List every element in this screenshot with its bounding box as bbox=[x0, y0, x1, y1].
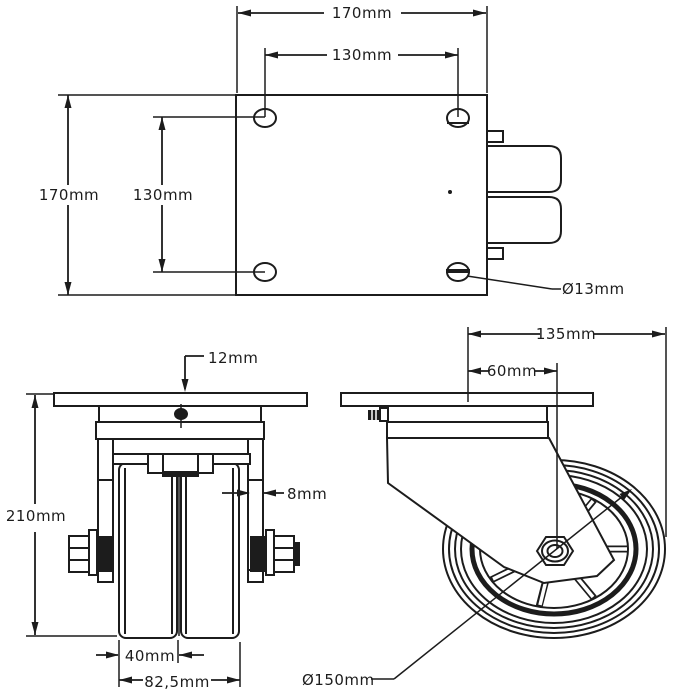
dim-fork-leg-thickness: 8mm bbox=[222, 485, 327, 503]
dim-label-bolt-spacing-width: 130mm bbox=[332, 46, 392, 64]
dim-bolt-spacing-width: 130mm bbox=[264, 46, 459, 117]
hub-washer bbox=[162, 471, 199, 477]
top-view-mounting-plate bbox=[235, 94, 488, 296]
axle-bolt-left bbox=[68, 529, 113, 576]
dim-swivel-offset: 60mm bbox=[468, 362, 557, 380]
dim-label-wheel-width: 40mm bbox=[125, 647, 175, 665]
top-view-wheel-lower bbox=[486, 196, 562, 244]
dim-label-bolt-hole-diameter: Ø13mm bbox=[562, 280, 625, 298]
front-wheel-left bbox=[118, 462, 178, 639]
dim-label-overall-wheel-width: 82,5mm bbox=[144, 673, 210, 691]
axle-bolt-right bbox=[250, 529, 300, 576]
dim-wheel-diameter: Ø150mm bbox=[302, 489, 632, 689]
front-view: 12mm 210mm 8mm 40mm bbox=[6, 349, 327, 691]
dim-label-plate-depth: 170mm bbox=[39, 186, 99, 204]
axle-ring-inner bbox=[546, 544, 564, 558]
dim-label-wheel-diameter: Ø150mm bbox=[302, 671, 375, 689]
dim-plate-width: 170mm bbox=[236, 4, 488, 93]
top-view: 170mm 130mm 170mm bbox=[39, 4, 625, 298]
swivel-fork-body bbox=[385, 437, 616, 585]
kingpin bbox=[174, 408, 188, 420]
hub-nut-block bbox=[147, 453, 214, 474]
grease-fitting bbox=[368, 407, 389, 422]
top-view-bracket-tab-upper bbox=[486, 130, 504, 143]
front-wheel-right bbox=[180, 462, 240, 639]
side-housing-upper bbox=[387, 405, 548, 423]
dim-label-overall-height: 210mm bbox=[6, 507, 66, 525]
side-view: 135mm 60mm Ø150mm bbox=[302, 325, 667, 689]
dim-plate-depth: 170mm bbox=[39, 94, 236, 296]
dim-bolt-spacing-depth: 130mm bbox=[133, 116, 265, 273]
dim-label-fork-leg-thickness: 8mm bbox=[287, 485, 327, 503]
axle-ring-outer bbox=[541, 539, 569, 563]
dim-label-plate-width: 170mm bbox=[332, 4, 392, 22]
top-view-wheel-upper bbox=[486, 145, 562, 193]
dim-overall-wheel-width: 82,5mm bbox=[119, 642, 241, 691]
dim-label-plate-thickness: 12mm bbox=[208, 349, 258, 367]
dim-label-swivel-offset: 60mm bbox=[487, 362, 537, 380]
dim-label-overall-length: 135mm bbox=[536, 325, 596, 343]
side-mounting-plate bbox=[340, 392, 594, 407]
dim-overall-length: 135mm bbox=[467, 325, 667, 537]
top-view-bracket-tab-lower bbox=[486, 247, 504, 260]
side-housing-lower bbox=[386, 421, 549, 439]
dim-label-bolt-spacing-depth: 130mm bbox=[133, 186, 193, 204]
dim-plate-thickness: 12mm bbox=[181, 349, 258, 392]
dim-overall-height: 210mm bbox=[6, 393, 117, 637]
dim-bolt-hole-diameter: Ø13mm bbox=[466, 275, 625, 298]
dim-wheel-width: 40mm bbox=[96, 640, 204, 687]
plate-center-mark bbox=[448, 190, 452, 194]
swivel-housing-lower bbox=[95, 421, 265, 440]
